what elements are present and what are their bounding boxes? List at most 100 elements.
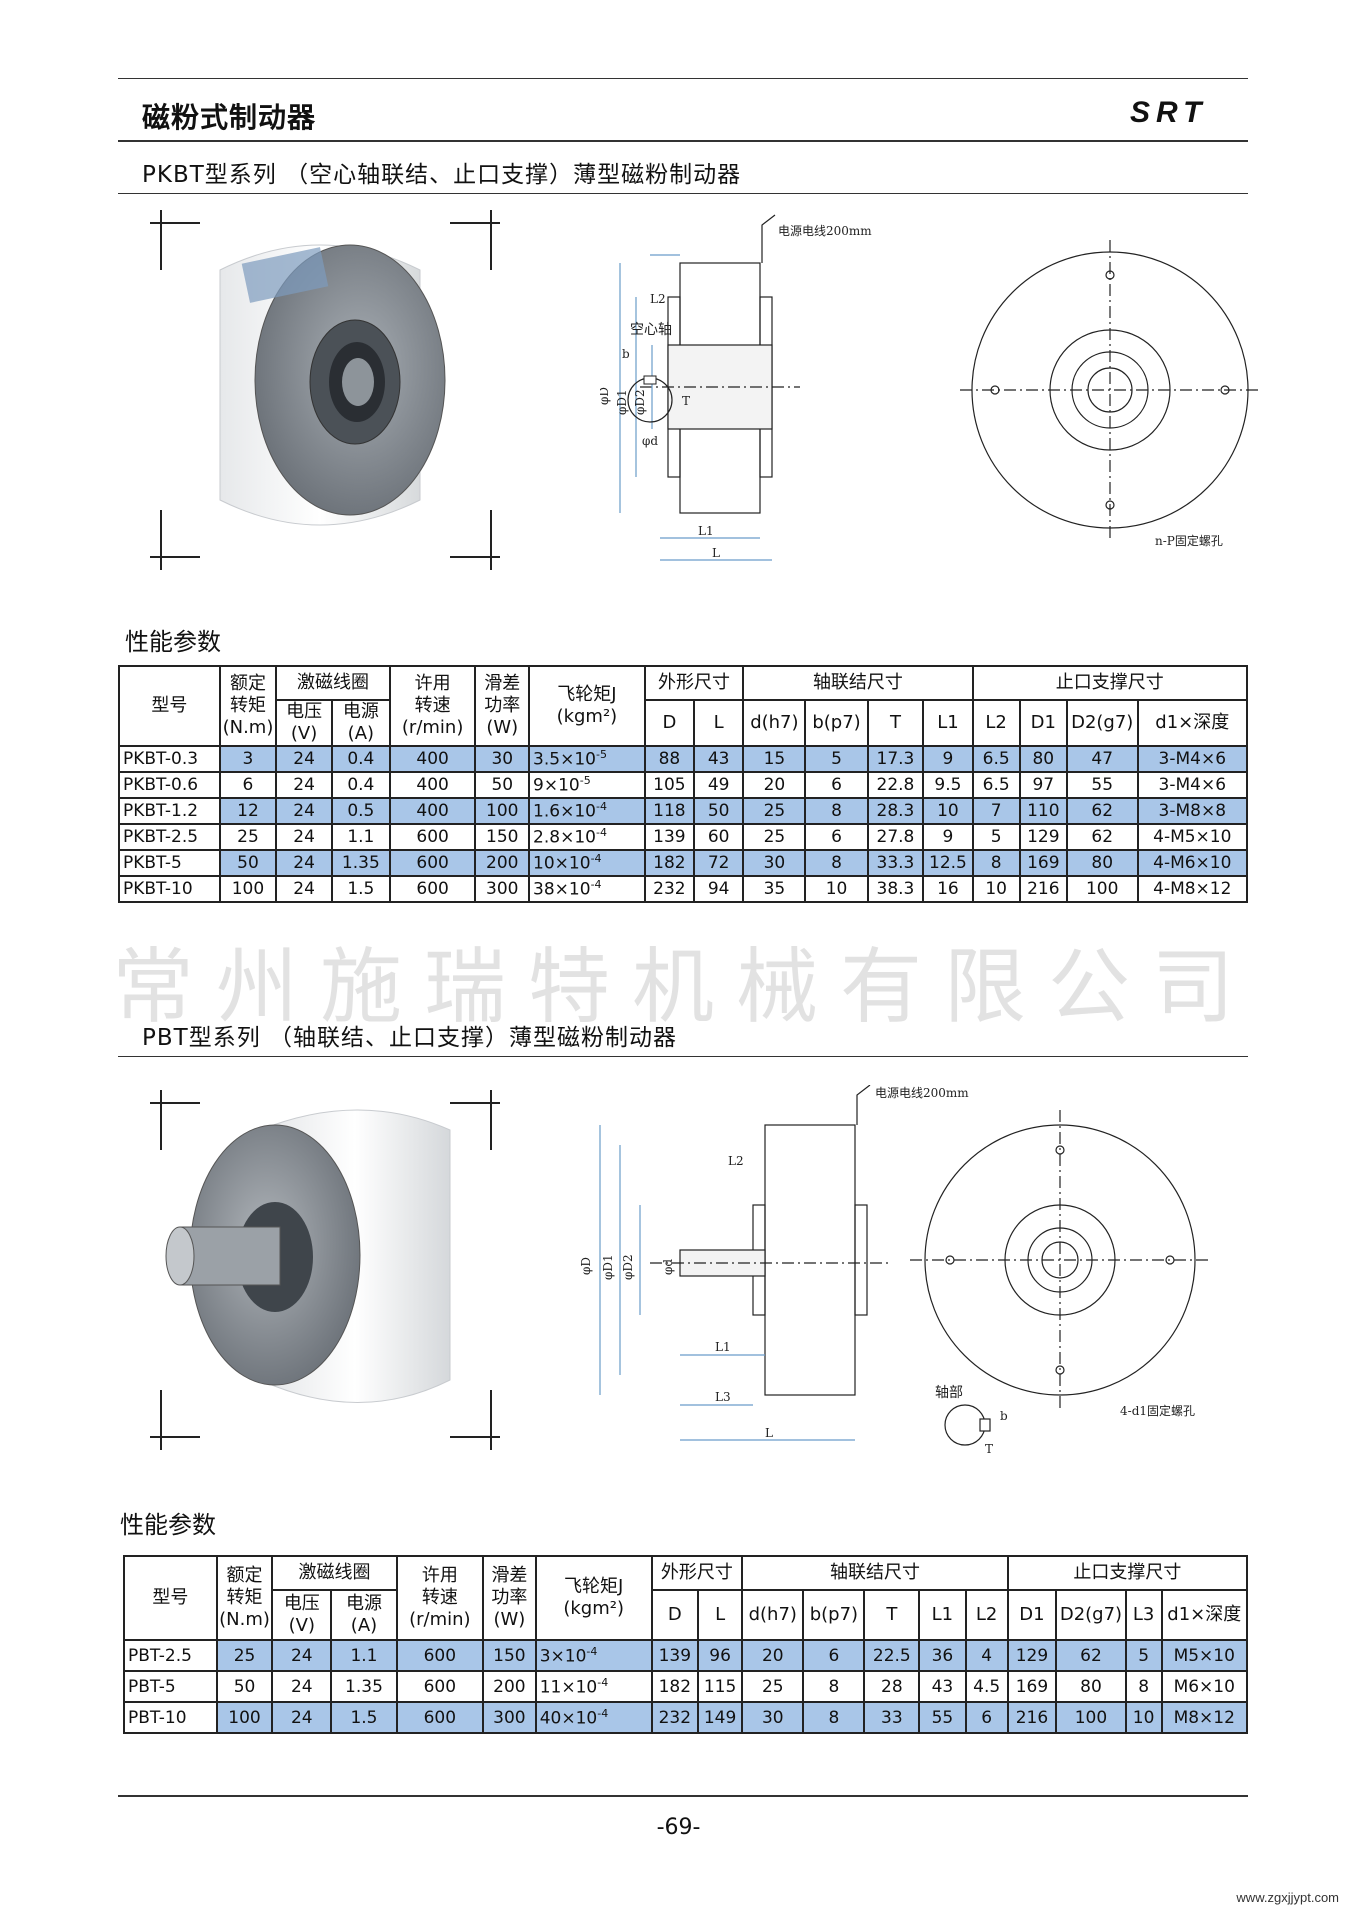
th2-torque: 额定 转矩 bbox=[226, 1565, 263, 1608]
cell-inertia: 3×10-4 bbox=[534, 1639, 653, 1672]
b-label-2: b bbox=[1000, 1409, 1008, 1423]
th-outer: 外形尺寸 bbox=[643, 665, 745, 701]
page-number: -69- bbox=[656, 1815, 701, 1840]
cell-current: 1.35 bbox=[330, 849, 391, 877]
cell-current: 1.5 bbox=[330, 875, 391, 903]
cell-T: 27.8 bbox=[866, 823, 925, 851]
cell-speed: 600 bbox=[395, 1670, 485, 1703]
inertia-base: 9×10 bbox=[533, 775, 580, 796]
section2-title: PBT型系列 （轴联结、止口支撑）薄型磁粉制动器 bbox=[142, 1025, 678, 1051]
cell-d: 25 bbox=[742, 823, 807, 851]
section1-perf-title: 性能参数 bbox=[125, 628, 221, 656]
cell-inertia: 40×10-4 bbox=[534, 1701, 653, 1734]
cell-D: 118 bbox=[643, 797, 696, 825]
cell-D1: 110 bbox=[1018, 797, 1068, 825]
cell-b: 8 bbox=[802, 1701, 866, 1734]
cell-L: 60 bbox=[693, 823, 745, 851]
cell-L1: 9 bbox=[922, 745, 974, 773]
th2-b: b(p7) bbox=[802, 1589, 866, 1641]
th-D1: D1 bbox=[1018, 699, 1068, 747]
cell-L2: 4 bbox=[964, 1639, 1009, 1672]
th-D2: D2(g7) bbox=[1065, 699, 1139, 747]
inertia-base: 3.5×10 bbox=[533, 749, 596, 770]
inertia-base: 2.8×10 bbox=[533, 827, 596, 848]
th2-D: D bbox=[650, 1589, 699, 1641]
cell-inertia: 38×10-4 bbox=[528, 875, 646, 903]
th2-D1: D1 bbox=[1006, 1589, 1058, 1641]
inertia-base: 10×10 bbox=[533, 853, 591, 874]
pbt-technical-drawing: 电源电线200mm 4-d1固定螺孔 轴部 L2 L1 L3 L φD φD1 … bbox=[579, 1085, 1210, 1456]
cell-inertia: 3.5×10-5 bbox=[528, 745, 646, 773]
th-slip: 滑差 功率 bbox=[484, 673, 521, 716]
inertia-exponent: -5 bbox=[595, 748, 607, 762]
th2-current: 电源 bbox=[345, 1593, 382, 1614]
cell-voltage: 24 bbox=[275, 797, 333, 825]
cell-inertia: 11×10-4 bbox=[534, 1670, 653, 1703]
th-model: 型号 bbox=[118, 665, 221, 747]
cell-L1: 9 bbox=[922, 823, 974, 851]
cell-model: PBT-10 bbox=[123, 1701, 218, 1734]
cell-d1: 3-M4×6 bbox=[1136, 745, 1249, 773]
cell-d: 15 bbox=[742, 745, 807, 773]
cell-torque: 25 bbox=[218, 823, 278, 851]
cell-d1: 4-M5×10 bbox=[1136, 823, 1249, 851]
th-d1: d1×深度 bbox=[1136, 699, 1249, 747]
cell-voltage: 24 bbox=[271, 1701, 333, 1734]
th-torque-unit: (N.m) bbox=[222, 717, 274, 738]
cell-slip: 300 bbox=[474, 875, 531, 903]
cell-b: 8 bbox=[802, 1670, 866, 1703]
th-current: 电源 bbox=[342, 701, 379, 722]
cell-L2: 4.5 bbox=[964, 1670, 1009, 1703]
cell-D2: 80 bbox=[1055, 1670, 1127, 1703]
cell-model: PKBT-10 bbox=[118, 875, 221, 903]
phi-d-label-2: φD bbox=[579, 1257, 593, 1275]
cell-D1: 129 bbox=[1018, 823, 1068, 851]
cell-L: 50 bbox=[693, 797, 745, 825]
cell-D2: 62 bbox=[1065, 797, 1139, 825]
site-url: www.zgxjjypt.com bbox=[1236, 1890, 1339, 1905]
cell-L: 115 bbox=[696, 1670, 744, 1703]
cell-D1: 216 bbox=[1006, 1701, 1058, 1734]
phi-d1-label-1: φD1 bbox=[615, 389, 629, 415]
cell-T: 38.3 bbox=[866, 875, 925, 903]
cell-model: PBT-5 bbox=[123, 1670, 218, 1703]
cell-slip: 150 bbox=[482, 1639, 537, 1672]
pkbt-product-photo bbox=[150, 210, 500, 570]
holes-label-1: n-P固定螺孔 bbox=[1155, 533, 1223, 548]
hollow-shaft-label: 空心轴 bbox=[630, 322, 672, 338]
cell-D2: 100 bbox=[1055, 1701, 1127, 1734]
l1-label-1: L1 bbox=[698, 524, 714, 538]
cell-D2: 55 bbox=[1065, 771, 1139, 799]
inertia-exponent: -4 bbox=[595, 800, 607, 814]
catalog-title: 磁粉式制动器 bbox=[142, 101, 317, 134]
th2-D2: D2(g7) bbox=[1055, 1589, 1127, 1641]
l3-label-2: L3 bbox=[715, 1390, 731, 1404]
cell-torque: 50 bbox=[218, 849, 278, 877]
cell-torque: 100 bbox=[218, 875, 278, 903]
cell-D: 182 bbox=[650, 1670, 699, 1703]
cell-T: 33 bbox=[863, 1701, 921, 1734]
th2-L1: L1 bbox=[918, 1589, 967, 1641]
cell-b: 6 bbox=[804, 823, 869, 851]
inertia-base: 11×10 bbox=[539, 1677, 598, 1698]
cell-L: 49 bbox=[693, 771, 745, 799]
phi-d2-label-2: φD2 bbox=[621, 1254, 635, 1280]
th-b: b(p7) bbox=[804, 699, 869, 747]
hollow-shaft-detail: 空心轴 b φd T bbox=[622, 322, 690, 448]
pbt-spec-table: 型号 额定 转矩(N.m) 激磁线圈 许用 转速(r/min) 滑差 功率(W)… bbox=[123, 1555, 1249, 1734]
th-shaft: 轴联结尺寸 bbox=[742, 665, 974, 701]
cell-slip: 200 bbox=[482, 1670, 537, 1703]
inertia-exponent: -4 bbox=[597, 1675, 609, 1689]
cell-L3: 8 bbox=[1124, 1670, 1163, 1703]
th-T: T bbox=[866, 699, 925, 747]
l2-label-2: L2 bbox=[728, 1154, 744, 1168]
th2-shaft: 轴联结尺寸 bbox=[741, 1555, 1009, 1591]
th-slip-unit: (W) bbox=[486, 717, 519, 738]
th2-spigot: 止口支撑尺寸 bbox=[1006, 1555, 1249, 1591]
cell-D2: 80 bbox=[1065, 849, 1139, 877]
cell-L: 149 bbox=[696, 1701, 744, 1734]
cell-current: 1.5 bbox=[330, 1701, 398, 1734]
